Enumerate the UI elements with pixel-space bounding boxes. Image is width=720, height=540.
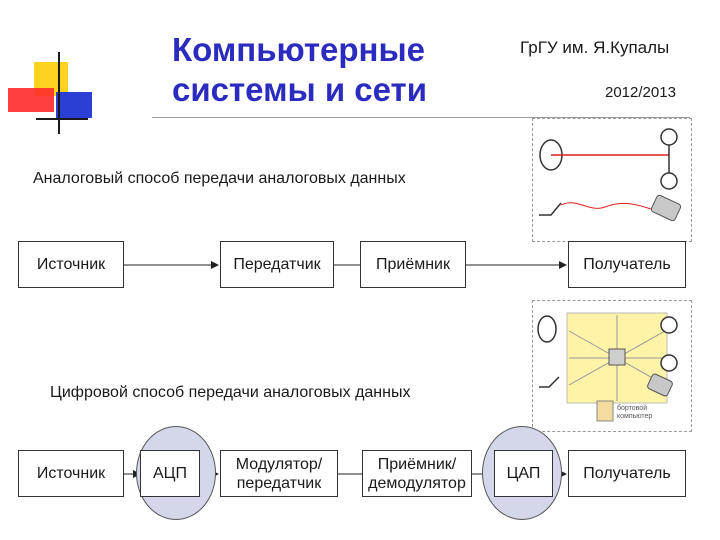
digital-caption: Цифровой способ передачи аналоговых данн… bbox=[50, 384, 411, 401]
analog-node-source: Источник bbox=[18, 241, 124, 288]
title-line-2: системы и сети bbox=[172, 71, 428, 108]
analog-caption: Аналоговый способ передачи аналоговых да… bbox=[33, 170, 406, 187]
digital-node-modulator: Модулятор/ передатчик bbox=[220, 450, 338, 497]
logo-red-bar bbox=[8, 88, 54, 112]
digital-node-adc: АЦП bbox=[140, 450, 200, 497]
analog-node-transmitter: Передатчик bbox=[220, 241, 334, 288]
digital-node-dac: ЦАП bbox=[494, 450, 553, 497]
year-label: 2012/2013 bbox=[605, 84, 676, 101]
header-divider bbox=[152, 117, 690, 118]
title-line-1: Компьютерные bbox=[172, 31, 425, 68]
logo-vertical-line bbox=[58, 52, 60, 134]
onboard-computer-label: бортовой компьютер bbox=[617, 405, 653, 420]
analog-illustration-drawing bbox=[539, 128, 682, 222]
logo-horizontal-line bbox=[36, 118, 88, 120]
digital-illustration-drawing bbox=[537, 312, 678, 422]
digital-node-recipient: Получатель bbox=[568, 450, 686, 497]
digital-node-demodulator: Приёмник/ демодулятор bbox=[362, 450, 472, 497]
organization-label: ГрГУ им. Я.Купалы bbox=[520, 38, 670, 57]
digital-illustration: бортовой компьютер bbox=[532, 300, 692, 432]
analog-node-receiver: Приёмник bbox=[360, 241, 466, 288]
analog-illustration bbox=[532, 118, 692, 242]
digital-node-source: Источник bbox=[18, 450, 124, 497]
slide-title: Компьютерные системы и сети bbox=[172, 30, 492, 110]
logo-blue-square bbox=[56, 92, 92, 118]
analog-node-recipient: Получатель bbox=[568, 241, 686, 288]
